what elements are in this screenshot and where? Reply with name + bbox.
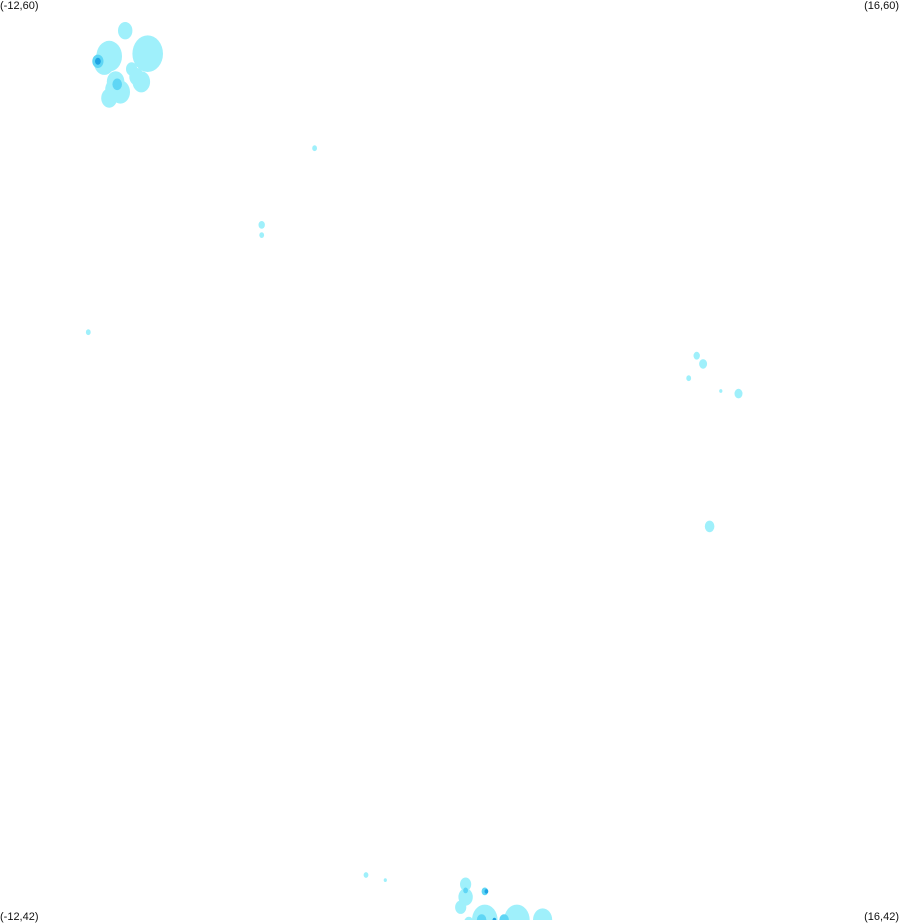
data-spot-south-light <box>455 900 467 914</box>
data-spot-north-west-dark <box>95 57 101 65</box>
corner-label-bottom-right: (16,42) <box>864 911 899 923</box>
data-spot-south-light <box>533 908 553 920</box>
data-spot-north-west-medium <box>112 78 122 91</box>
corner-label-bottom-left: (-12,42) <box>0 911 39 923</box>
data-spot-east-light <box>719 389 723 393</box>
data-spot-south-medium <box>476 914 487 920</box>
data-spots <box>85 22 743 920</box>
data-spot-north-light <box>258 221 265 229</box>
data-spot-south-medium <box>463 887 468 894</box>
data-spot-south-light <box>504 904 530 920</box>
corner-label-top-left: (-12,60) <box>0 0 39 12</box>
data-spot-north-west-light <box>101 88 118 108</box>
data-spot-north-west-light <box>132 71 151 93</box>
data-spot-east-light <box>686 375 692 382</box>
data-spot-north-west-light <box>132 35 163 72</box>
data-spot-south-light <box>363 872 369 878</box>
data-spot-north-light <box>259 232 265 239</box>
data-spot-south-dark <box>492 917 497 920</box>
data-spot-south-light <box>383 878 387 882</box>
data-spot-east-light <box>704 520 715 533</box>
corner-label-top-right: (16,60) <box>864 0 899 12</box>
data-spot-north-light <box>85 329 91 336</box>
data-spot-south-light <box>464 916 474 920</box>
data-spot-north-west-light <box>118 22 133 40</box>
data-spot-south-dark <box>484 889 489 894</box>
data-spot-east-light <box>699 359 708 369</box>
data-spot-south-medium <box>499 914 509 920</box>
data-spot-south-light <box>460 877 472 891</box>
data-spot-east-light <box>693 351 700 360</box>
data-spot-east-light <box>734 388 743 399</box>
data-spot-north-light <box>312 145 317 152</box>
